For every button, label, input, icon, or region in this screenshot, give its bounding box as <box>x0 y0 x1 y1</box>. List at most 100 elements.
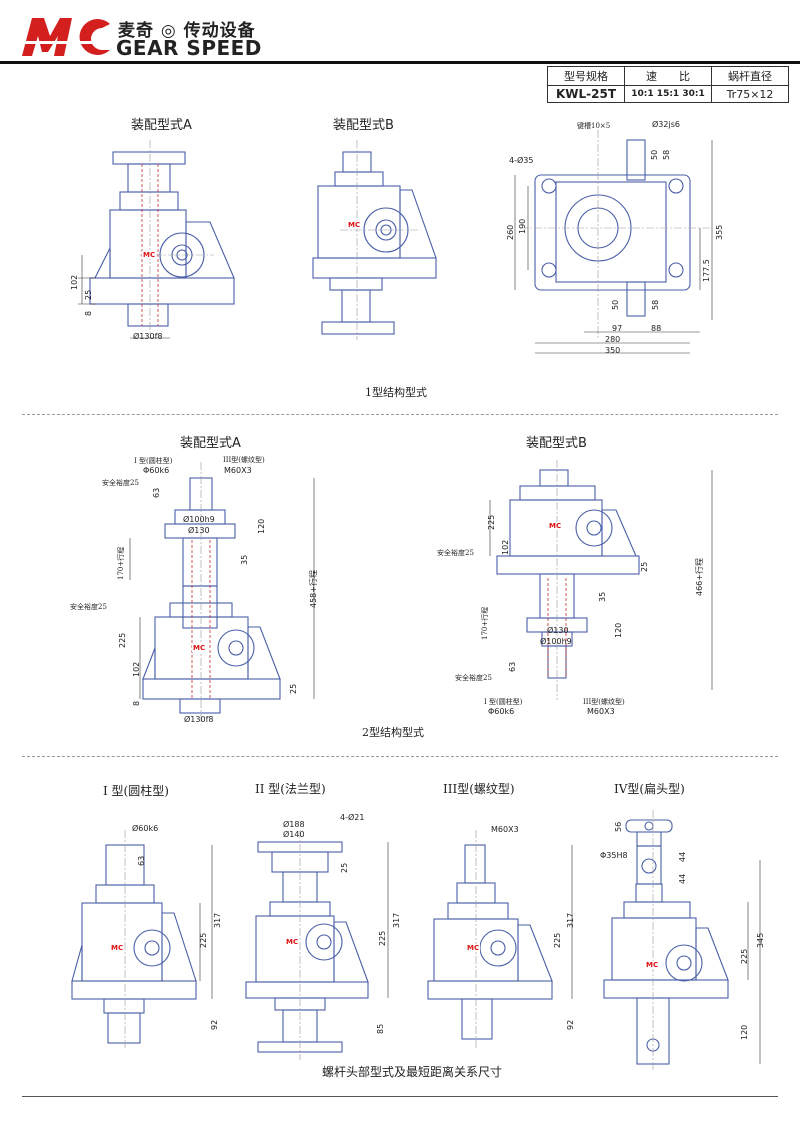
dim-260: 260 <box>506 224 515 240</box>
dim-88: 88 <box>651 324 662 333</box>
title-t1: I 型(圆柱型) <box>103 784 169 798</box>
t2-25: 25 <box>340 862 349 873</box>
2a-8: 8 <box>132 700 141 706</box>
t1-225: 225 <box>199 932 208 948</box>
t3-92: 92 <box>566 1019 575 1030</box>
drawing-t3 <box>427 830 573 1050</box>
t1-317: 317 <box>213 912 222 928</box>
t2-188: Ø188 <box>283 820 305 829</box>
spec-table: 型号规格 速 比 蜗杆直径 KWL-25T 10:1 15:1 30:1 Tr7… <box>547 66 789 103</box>
2b-35: 35 <box>598 591 607 602</box>
2a-type1-dim: Φ60k6 <box>143 466 170 475</box>
t4-120: 120 <box>740 1024 749 1040</box>
caption-3: 螺杆头部型式及最短距离关系尺寸 <box>322 1065 503 1079</box>
t3-225: 225 <box>553 932 562 948</box>
drawing-2a <box>129 462 315 725</box>
section-divider-1 <box>22 414 778 415</box>
dim-50a: 50 <box>650 149 659 160</box>
dim-190: 190 <box>518 218 527 234</box>
2b-type1: I 型(圆柱型) <box>484 698 523 706</box>
mc-badge-2a: MC <box>192 644 207 652</box>
2b-120: 120 <box>614 622 623 638</box>
t1-92: 92 <box>210 1019 219 1030</box>
t4-44a: 44 <box>678 851 687 862</box>
2a-120: 120 <box>257 518 266 534</box>
brand-en: GEAR SPEED <box>116 36 262 60</box>
t2-140: Ø140 <box>283 830 305 839</box>
2a-100: Ø100h9 <box>183 515 215 524</box>
dim-1a-flange: Ø130f8 <box>133 332 163 341</box>
2b-type1-dim: Φ60k6 <box>488 707 515 716</box>
t1-63: 63 <box>137 855 146 866</box>
2a-225: 225 <box>118 632 127 648</box>
t4-44b: 44 <box>678 873 687 884</box>
t4-345: 345 <box>756 932 765 948</box>
mc-badge-2b: MC <box>548 522 563 530</box>
t3-317: 317 <box>566 912 575 928</box>
2a-63: 63 <box>152 487 161 498</box>
t2-225: 225 <box>378 930 387 946</box>
dim-177: 177.5 <box>702 259 711 282</box>
title-2a: 装配型式A <box>180 436 241 451</box>
dim-shaft: Ø32js6 <box>652 120 680 129</box>
dim-holes: 4-Ø35 <box>509 156 534 165</box>
caption-1: 1型结构型式 <box>365 386 427 399</box>
2a-flange: Ø130f8 <box>184 715 214 724</box>
caption-2: 2型结构型式 <box>362 726 424 739</box>
drawing-t4 <box>603 810 761 1070</box>
t2-317: 317 <box>392 912 401 928</box>
2a-130: Ø130 <box>188 526 210 535</box>
dim-350: 350 <box>605 346 621 355</box>
drawing-1a <box>78 140 235 339</box>
2a-safety: 安全裕度25 <box>102 479 139 487</box>
2a-safety2: 安全裕度25 <box>70 603 107 611</box>
t2-holes: 4-Ø21 <box>340 813 365 822</box>
dim-58a: 58 <box>662 149 671 160</box>
2b-safety2: 安全裕度25 <box>455 674 492 682</box>
2a-458: 458+行程 <box>309 570 318 608</box>
dim-280: 280 <box>605 335 621 344</box>
mc-badge-t4: MC <box>645 961 660 969</box>
2b-safety: 安全裕度25 <box>437 549 474 557</box>
dim-50b: 50 <box>611 299 620 310</box>
2b-130: Ø130 <box>547 626 569 635</box>
mc-badge-t3: MC <box>466 944 481 952</box>
2b-type3: III型(螺纹型) <box>583 698 625 706</box>
title-t3: III型(螺纹型) <box>443 782 515 796</box>
title-t2: II 型(法兰型) <box>255 782 326 796</box>
t1-shaft: Ø60k6 <box>132 824 159 833</box>
2a-25: 25 <box>289 683 298 694</box>
2b-100: Ø100h9 <box>540 637 572 646</box>
header-rule <box>0 61 800 64</box>
2a-35: 35 <box>240 554 249 565</box>
title-t4: IV型(扁头型) <box>614 782 685 796</box>
2a-stroke: 170+行程 <box>117 546 125 580</box>
t2-85: 85 <box>376 1023 385 1034</box>
2a-102: 102 <box>132 661 141 677</box>
spec-header-worm: 蜗杆直径 <box>711 66 789 86</box>
t4-225: 225 <box>740 948 749 964</box>
2b-type3-dim: M60X3 <box>587 707 615 716</box>
mc-badge-1b: MC <box>347 221 362 229</box>
section-divider-2 <box>22 756 778 757</box>
brand-cn: 麦奇 ◎ 传动设备 <box>118 21 256 41</box>
2a-type3-dim: M60X3 <box>224 466 252 475</box>
drawing-1b <box>312 140 437 340</box>
dim-keyway: 键槽10×5 <box>577 122 611 130</box>
title-2b: 装配型式B <box>526 436 587 451</box>
dim-355: 355 <box>715 224 724 240</box>
spec-model: KWL-25T <box>547 85 625 103</box>
drawing-t2 <box>245 830 389 1060</box>
2a-type1: I 型(圆柱型) <box>134 457 173 465</box>
title-1b: 装配型式B <box>333 118 394 133</box>
mc-badge-t2: MC <box>285 938 300 946</box>
drawing-2b <box>489 460 713 700</box>
drawing-t1 <box>71 830 213 1050</box>
t3-thread: M60X3 <box>491 825 519 834</box>
brand-logo <box>20 14 112 58</box>
mc-badge-1a: MC <box>142 251 157 259</box>
dim-58b: 58 <box>651 299 660 310</box>
t4-56: 56 <box>614 821 623 832</box>
title-1a: 装配型式A <box>131 118 192 133</box>
